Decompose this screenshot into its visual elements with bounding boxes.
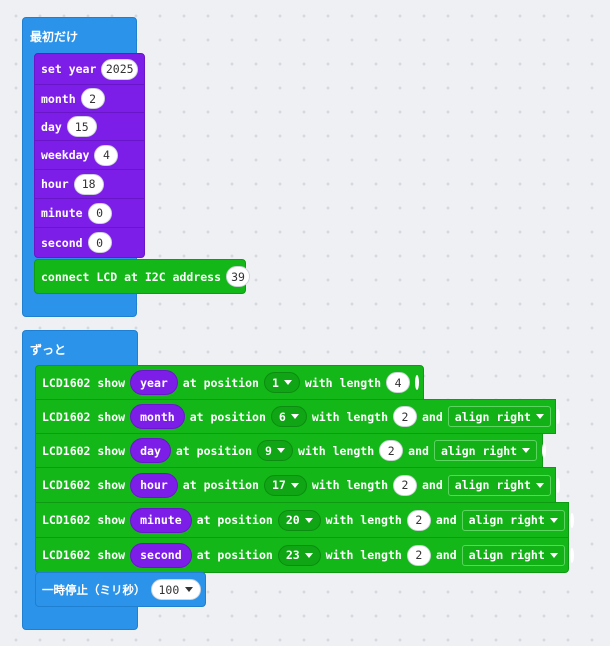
align-dropdown[interactable]: align right: [433, 440, 538, 461]
align-dropdown[interactable]: align right: [447, 406, 551, 427]
weekday-label: weekday: [41, 148, 90, 162]
lcd-show-month-block[interactable]: LCD1602 show month at position 6 with le…: [35, 399, 560, 434]
caret-down-icon: [304, 552, 313, 558]
i2c-address-field[interactable]: 39: [226, 266, 251, 287]
lcd-show-year-block[interactable]: LCD1602 show year at position 1 with len…: [35, 365, 424, 400]
month-label: month: [41, 91, 76, 106]
position-dropdown[interactable]: 23: [277, 544, 321, 566]
set-minute-block[interactable]: minute 0: [34, 198, 145, 228]
caret-down-icon: [522, 448, 531, 453]
length-field[interactable]: 2: [406, 509, 431, 531]
caret-down-icon: [549, 552, 558, 558]
position-dropdown[interactable]: 17: [263, 474, 307, 496]
at-position-label: at position: [196, 548, 273, 562]
lcd-show-label: LCD1602 show: [42, 513, 126, 527]
caret-down-icon: [535, 414, 544, 419]
length-field[interactable]: 2: [393, 474, 417, 496]
minute-value-field[interactable]: 0: [87, 202, 112, 224]
set-second-block[interactable]: second 0: [34, 227, 145, 258]
day-label: day: [41, 119, 62, 134]
connect-lcd-label: connect LCD at I2C address: [41, 269, 222, 284]
year-variable[interactable]: year: [130, 370, 178, 395]
at-position-label: at position: [189, 409, 266, 424]
minus-circle-icon[interactable]: [569, 547, 574, 563]
minute-variable[interactable]: minute: [130, 507, 192, 533]
lcd-show-label: LCD1602 show: [42, 409, 126, 424]
minus-circle-icon[interactable]: [555, 477, 560, 493]
position-dropdown[interactable]: 6: [270, 406, 307, 427]
set-year-block[interactable]: set year 2025: [34, 53, 145, 85]
connect-lcd-block[interactable]: connect LCD at I2C address 39: [34, 259, 251, 294]
at-position-label: at position: [196, 513, 273, 527]
caret-down-icon: [283, 380, 292, 385]
with-length-label: with length: [325, 548, 402, 562]
at-position-label: at position: [182, 478, 259, 492]
lcd-show-minute-block[interactable]: LCD1602 show minute at position 20 with …: [35, 502, 574, 538]
lcd-show-label: LCD1602 show: [42, 548, 126, 562]
align-dropdown[interactable]: align right: [447, 474, 551, 496]
length-field[interactable]: 2: [393, 406, 417, 427]
minus-circle-icon[interactable]: [542, 443, 547, 458]
lcd-show-label: LCD1602 show: [42, 443, 126, 458]
with-length-label: with length: [325, 513, 402, 527]
length-field[interactable]: 4: [386, 372, 411, 393]
with-length-label: with length: [297, 443, 375, 458]
lcd-show-label: LCD1602 show: [42, 375, 126, 390]
and-label: and: [435, 548, 457, 562]
month-value-field[interactable]: 2: [80, 88, 105, 109]
minus-circle-icon[interactable]: [555, 409, 560, 424]
set-weekday-block[interactable]: weekday 4: [34, 140, 145, 170]
caret-down-icon: [535, 482, 544, 488]
pause-label: 一時停止（ミリ秒）: [42, 582, 146, 597]
minute-label: minute: [41, 206, 83, 220]
position-dropdown[interactable]: 1: [263, 372, 300, 393]
and-label: and: [422, 409, 443, 424]
minus-circle-icon[interactable]: [569, 512, 574, 528]
at-position-label: at position: [175, 443, 253, 458]
set-hour-block[interactable]: hour 18: [34, 169, 145, 199]
second-value-field[interactable]: 0: [87, 232, 112, 253]
caret-down-icon: [549, 517, 558, 523]
and-label: and: [408, 443, 429, 458]
day-value-field[interactable]: 15: [66, 116, 97, 137]
hour-label: hour: [41, 177, 69, 191]
align-dropdown[interactable]: align right: [461, 509, 565, 531]
set-day-block[interactable]: day 15: [34, 112, 145, 141]
with-length-label: with length: [311, 478, 388, 492]
caret-down-icon: [304, 517, 313, 523]
with-length-label: with length: [304, 375, 382, 390]
second-variable[interactable]: second: [130, 542, 192, 568]
caret-down-icon: [290, 414, 299, 419]
lcd-show-label: LCD1602 show: [42, 478, 126, 492]
hour-value-field[interactable]: 18: [73, 173, 104, 195]
forever-title: ずっと: [30, 343, 67, 357]
and-label: and: [435, 513, 457, 527]
on-start-title: 最初だけ: [30, 30, 79, 44]
length-field[interactable]: 2: [379, 440, 404, 461]
lcd-show-hour-block[interactable]: LCD1602 show hour at position 17 with le…: [35, 467, 560, 503]
align-dropdown[interactable]: align right: [461, 544, 565, 566]
day-variable[interactable]: day: [130, 438, 171, 463]
set-year-label: set year: [41, 62, 97, 76]
caret-down-icon: [290, 482, 299, 488]
and-label: and: [422, 478, 443, 492]
month-variable[interactable]: month: [130, 404, 185, 429]
with-length-label: with length: [311, 409, 388, 424]
lcd-show-second-block[interactable]: LCD1602 show second at position 23 with …: [35, 537, 574, 573]
pause-ms-dropdown[interactable]: 100: [150, 579, 202, 600]
position-dropdown[interactable]: 9: [257, 440, 293, 461]
caret-down-icon: [276, 448, 285, 453]
length-field[interactable]: 2: [406, 544, 431, 566]
lcd-show-day-block[interactable]: LCD1602 show day at position 9 with leng…: [35, 433, 547, 468]
position-dropdown[interactable]: 20: [277, 509, 321, 531]
second-label: second: [41, 235, 83, 250]
set-month-block[interactable]: month 2: [34, 84, 145, 113]
caret-down-icon: [185, 587, 194, 592]
year-value-field[interactable]: 2025: [101, 58, 138, 80]
weekday-value-field[interactable]: 4: [94, 144, 119, 166]
hour-variable[interactable]: hour: [130, 472, 178, 498]
plus-circle-icon[interactable]: [415, 375, 420, 390]
at-position-label: at position: [182, 375, 259, 390]
pause-block[interactable]: 一時停止（ミリ秒） 100: [35, 572, 206, 607]
